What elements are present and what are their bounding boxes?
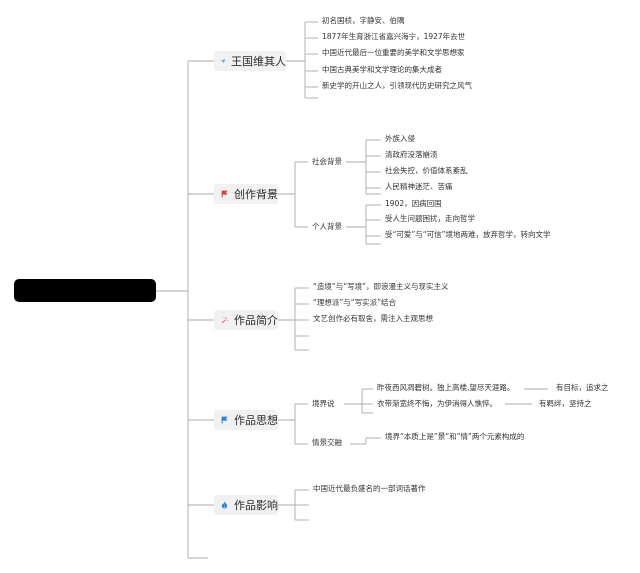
leaf-note[interactable]: 有目标，追求之 (556, 383, 609, 392)
sub-node-blend[interactable]: 情景交融 (312, 438, 342, 447)
leaf-item[interactable]: “造境”与“写境”，即浪漫主义与现实主义 (313, 282, 449, 291)
sub-node-social[interactable]: 社会背景 (312, 157, 342, 166)
leaf-item[interactable]: 社会失控，价值体系紊乱 (385, 166, 468, 175)
branch-influence[interactable]: 作品影响 (214, 495, 278, 515)
branch-background[interactable]: 创作背景 (214, 184, 278, 204)
sparkle-icon (221, 316, 228, 324)
leaf-item[interactable]: 受人生问题困扰，走向哲学 (385, 214, 475, 223)
sub-node-personal[interactable]: 个人背景 (312, 222, 342, 231)
branch-introduction[interactable]: 作品简介 (214, 310, 278, 330)
leaf-item[interactable]: 初名国桢，字静安、伯隅 (322, 16, 405, 25)
leaf-item[interactable]: 1877年生育浙江省嘉兴海宁，1927年去世 (322, 32, 466, 41)
leaf-item[interactable]: “理想派”与“写实派”结合 (313, 298, 397, 307)
leaf-item[interactable]: 清政府没落崩溃 (385, 150, 438, 159)
leaf-item[interactable]: 1902，因病回国 (385, 199, 442, 208)
root-node[interactable] (14, 279, 156, 302)
leaf-item[interactable]: 外族入侵 (385, 134, 415, 143)
branch-thought[interactable]: 作品思想 (214, 410, 278, 430)
leaf-item[interactable]: 新史学的开山之人，引领现代历史研究之风气 (322, 81, 472, 90)
branch-wangguowei[interactable]: 王国维其人 (214, 51, 286, 71)
leaf-item[interactable]: 中国古典美学和文学理论的集大成者 (322, 65, 442, 74)
branch-label: 作品思想 (234, 414, 278, 427)
blue-flag-icon (221, 416, 228, 424)
leaf-note[interactable]: 有羁绊，坚持之 (539, 399, 592, 408)
sub-node-realm[interactable]: 境界说 (312, 399, 335, 408)
leaf-item[interactable]: 文艺创作必有取舍，需注入主观思想 (313, 314, 433, 323)
branch-label: 王国维其人 (231, 55, 286, 68)
branch-label: 创作背景 (234, 188, 278, 201)
paper-plane-icon (220, 58, 226, 64)
leaf-item[interactable]: 中国近代最后一位重要的美学和文学思想家 (322, 48, 465, 57)
branch-label: 作品影响 (234, 499, 278, 512)
branch-label: 作品简介 (234, 314, 278, 327)
red-flag-icon (221, 190, 228, 198)
leaf-item[interactable]: 衣带渐宽终不悔，为伊消得人憔悴。 (377, 399, 497, 408)
leaf-item[interactable]: 昨夜西风凋碧树。独上高楼,望尽天涯路。 (377, 383, 515, 392)
flame-icon (221, 501, 228, 509)
leaf-item[interactable]: 受“可爱”与“可信”境地两难，放弃哲学，转向文学 (385, 230, 551, 239)
leaf-item[interactable]: 境界“本质上是”景“和”情“两个元素构成的 (385, 432, 525, 441)
leaf-item[interactable]: 人民精神迷茫、苦痛 (385, 182, 453, 191)
leaf-item[interactable]: 中国近代最负盛名的一部词话著作 (313, 484, 426, 493)
